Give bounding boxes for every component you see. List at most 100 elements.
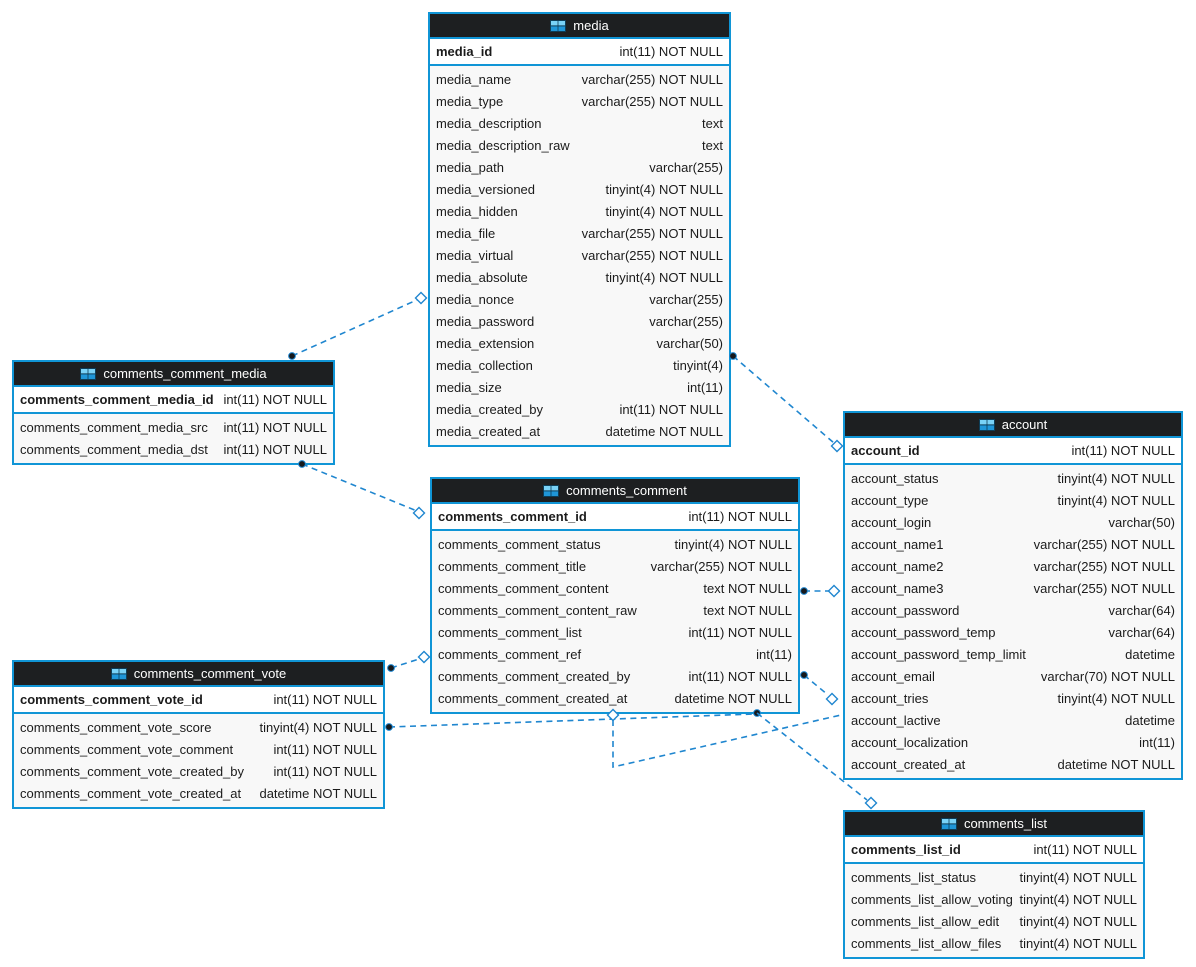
table-header[interactable]: comments_comment: [432, 479, 798, 504]
field-type: text: [702, 137, 723, 153]
field-row: account_email varchar(70) NOT NULL: [845, 665, 1181, 687]
table-header[interactable]: account: [845, 413, 1181, 438]
field-name: media_size: [436, 379, 502, 395]
field-type: tinyint(4) NOT NULL: [605, 181, 723, 197]
pk-row: media_id int(11) NOT NULL: [430, 39, 729, 66]
relationship-comments-comment-vote-to-comments-comment-upper[interactable]: [387, 650, 431, 672]
pk-field-name: comments_comment_media_id: [20, 392, 214, 407]
field-type: tinyint(4) NOT NULL: [1019, 913, 1137, 929]
pk-field-name: comments_comment_id: [438, 509, 587, 524]
relationship-media-to-account[interactable]: [729, 352, 844, 453]
one-endpoint-diamond: [827, 584, 841, 598]
field-name: media_password: [436, 313, 535, 329]
field-type: tinyint(4) NOT NULL: [605, 203, 723, 219]
field-name: media_virtual: [436, 247, 514, 263]
field-type: datetime NOT NULL: [605, 423, 723, 439]
table-media[interactable]: media media_id int(11) NOT NULL media_na…: [428, 12, 731, 447]
field-type: datetime NOT NULL: [674, 690, 792, 706]
field-type: int(11) NOT NULL: [223, 441, 327, 457]
field-row: comments_comment_created_by int(11) NOT …: [432, 665, 798, 687]
field-type: varchar(255): [649, 159, 723, 175]
field-row: comments_comment_vote_created_at datetim…: [14, 782, 383, 804]
field-name: comments_comment_title: [438, 558, 587, 574]
relationship-comments-comment-to-account-created-by[interactable]: [800, 584, 841, 598]
field-row: account_name3 varchar(255) NOT NULL: [845, 577, 1181, 599]
field-name: account_email: [851, 668, 935, 684]
table-header[interactable]: comments_comment_media: [14, 362, 333, 387]
one-endpoint-diamond: [417, 650, 431, 664]
field-name: media_versioned: [436, 181, 536, 197]
table-header[interactable]: comments_comment_vote: [14, 662, 383, 687]
field-type: int(11): [687, 379, 723, 395]
field-name: account_name3: [851, 580, 944, 596]
many-endpoint-dot: [385, 723, 393, 731]
field-row: comments_comment_title varchar(255) NOT …: [432, 555, 798, 577]
field-name: comments_comment_vote_created_at: [20, 785, 242, 801]
field-name: media_created_by: [436, 401, 543, 417]
table-header[interactable]: comments_list: [845, 812, 1143, 837]
field-type: tinyint(4) NOT NULL: [674, 536, 792, 552]
pk-row: account_id int(11) NOT NULL: [845, 438, 1181, 465]
pk-field-type: int(11) NOT NULL: [1071, 443, 1175, 458]
field-type: tinyint(4) NOT NULL: [1057, 470, 1175, 486]
one-endpoint-diamond: [412, 506, 426, 520]
field-type: varchar(255) NOT NULL: [1033, 580, 1175, 596]
pk-field-type: int(11) NOT NULL: [223, 392, 327, 407]
field-type: varchar(255) NOT NULL: [650, 558, 792, 574]
table-comments-list[interactable]: comments_list comments_list_id int(11) N…: [843, 810, 1145, 959]
field-type: tinyint(4) NOT NULL: [1019, 935, 1137, 951]
many-endpoint-dot: [387, 664, 395, 672]
table-icon: [550, 19, 567, 32]
field-row: comments_comment_vote_created_by int(11)…: [14, 760, 383, 782]
field-rows: comments_comment_status tinyint(4) NOT N…: [432, 531, 798, 712]
field-row: comments_comment_media_dst int(11) NOT N…: [14, 438, 333, 460]
relationship-comments-comment-ref-to-account[interactable]: [606, 708, 842, 769]
table-comments-comment-vote[interactable]: comments_comment_vote comments_comment_v…: [12, 660, 385, 809]
field-type: varchar(50): [656, 335, 723, 351]
table-comments-comment-media[interactable]: comments_comment_media comments_comment_…: [12, 360, 335, 465]
field-name: media_path: [436, 159, 504, 175]
field-row: comments_comment_media_src int(11) NOT N…: [14, 416, 333, 438]
field-name: media_nonce: [436, 291, 515, 307]
field-rows: comments_comment_media_src int(11) NOT N…: [14, 414, 333, 463]
table-comments-comment[interactable]: comments_comment comments_comment_id int…: [430, 477, 800, 714]
field-type: tinyint(4) NOT NULL: [1057, 492, 1175, 508]
field-row: account_password_temp varchar(64): [845, 621, 1181, 643]
field-row: account_tries tinyint(4) NOT NULL: [845, 687, 1181, 709]
field-type: varchar(255) NOT NULL: [581, 247, 723, 263]
field-name: account_password_temp: [851, 624, 996, 640]
field-name: comments_comment_vote_created_by: [20, 763, 245, 779]
relationship-comments-comment-to-account-lower[interactable]: [800, 671, 839, 706]
table-account[interactable]: account account_id int(11) NOT NULL acco…: [843, 411, 1183, 780]
field-name: media_description: [436, 115, 542, 131]
field-row: comments_comment_content_raw text NOT NU…: [432, 599, 798, 621]
field-type: tinyint(4) NOT NULL: [605, 269, 723, 285]
field-row: comments_comment_status tinyint(4) NOT N…: [432, 533, 798, 555]
field-row: media_nonce varchar(255): [430, 288, 729, 310]
field-row: media_created_by int(11) NOT NULL: [430, 398, 729, 420]
field-name: comments_comment_status: [438, 536, 601, 552]
field-row: media_description_raw text: [430, 134, 729, 156]
field-name: account_lactive: [851, 712, 941, 728]
field-row: media_size int(11): [430, 376, 729, 398]
field-row: comments_comment_vote_comment int(11) NO…: [14, 738, 383, 760]
one-endpoint-diamond: [825, 692, 839, 706]
field-type: text NOT NULL: [703, 602, 792, 618]
relationship-comments-comment-media-to-comments-comment[interactable]: [298, 460, 426, 520]
one-endpoint-diamond: [414, 291, 428, 305]
table-title: media: [573, 18, 609, 33]
many-endpoint-dot: [288, 352, 296, 360]
field-type: varchar(70) NOT NULL: [1040, 668, 1175, 684]
field-type: int(11): [1139, 734, 1175, 750]
table-title: comments_comment_vote: [133, 666, 287, 681]
field-row: media_name varchar(255) NOT NULL: [430, 68, 729, 90]
field-type: int(11): [756, 646, 792, 662]
field-name: account_localization: [851, 734, 969, 750]
relationship-comments-comment-media-to-media[interactable]: [288, 291, 428, 360]
field-row: media_type varchar(255) NOT NULL: [430, 90, 729, 112]
many-endpoint-dot: [800, 671, 808, 679]
field-row: account_status tinyint(4) NOT NULL: [845, 467, 1181, 489]
table-header[interactable]: media: [430, 14, 729, 39]
many-endpoint-dot: [800, 587, 808, 595]
field-name: comments_comment_list: [438, 624, 582, 640]
